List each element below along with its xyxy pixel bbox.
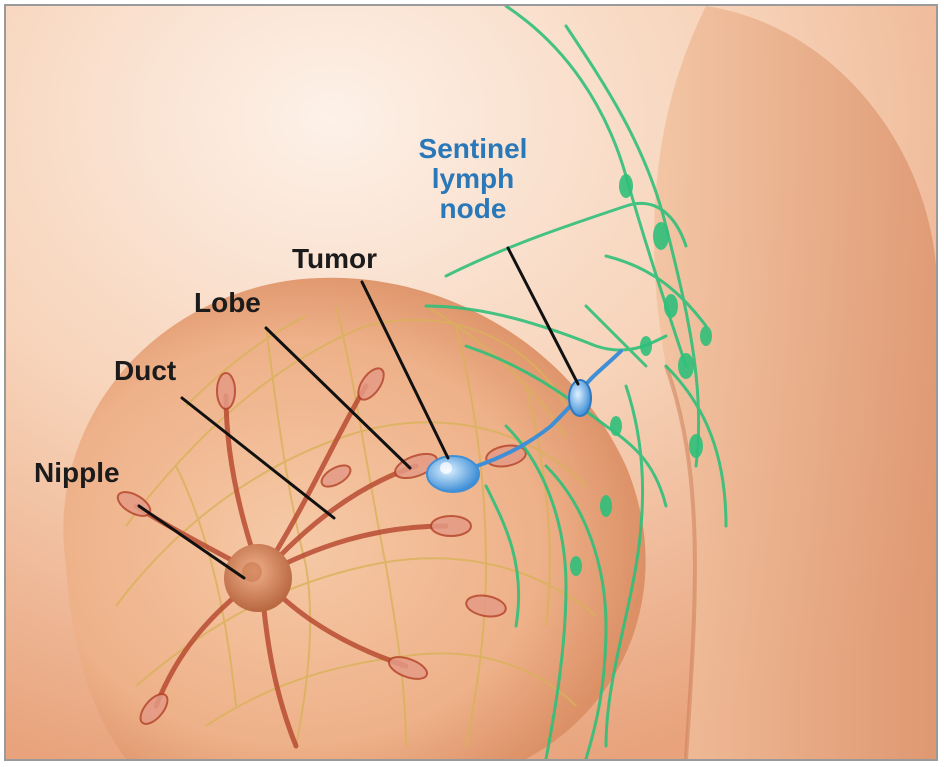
tumor-label: Tumor xyxy=(292,244,377,274)
sentinel-label-line-1: Sentinel xyxy=(419,134,528,164)
illustration-frame: Nipple Duct Lobe Tumor Sentinel lymph no… xyxy=(4,4,938,761)
sentinel-lymph-node-label: Sentinel lymph node xyxy=(398,134,548,224)
sentinel-lymph-node-shape xyxy=(569,380,591,416)
duct-label: Duct xyxy=(114,356,176,386)
tumor-highlight xyxy=(440,462,452,474)
sentinel-label-line-3: node xyxy=(440,194,507,224)
sentinel-label-line-2: lymph xyxy=(432,164,514,194)
nipple-label: Nipple xyxy=(34,458,120,488)
tumor-shape xyxy=(427,456,479,492)
lobe-label: Lobe xyxy=(194,288,261,318)
